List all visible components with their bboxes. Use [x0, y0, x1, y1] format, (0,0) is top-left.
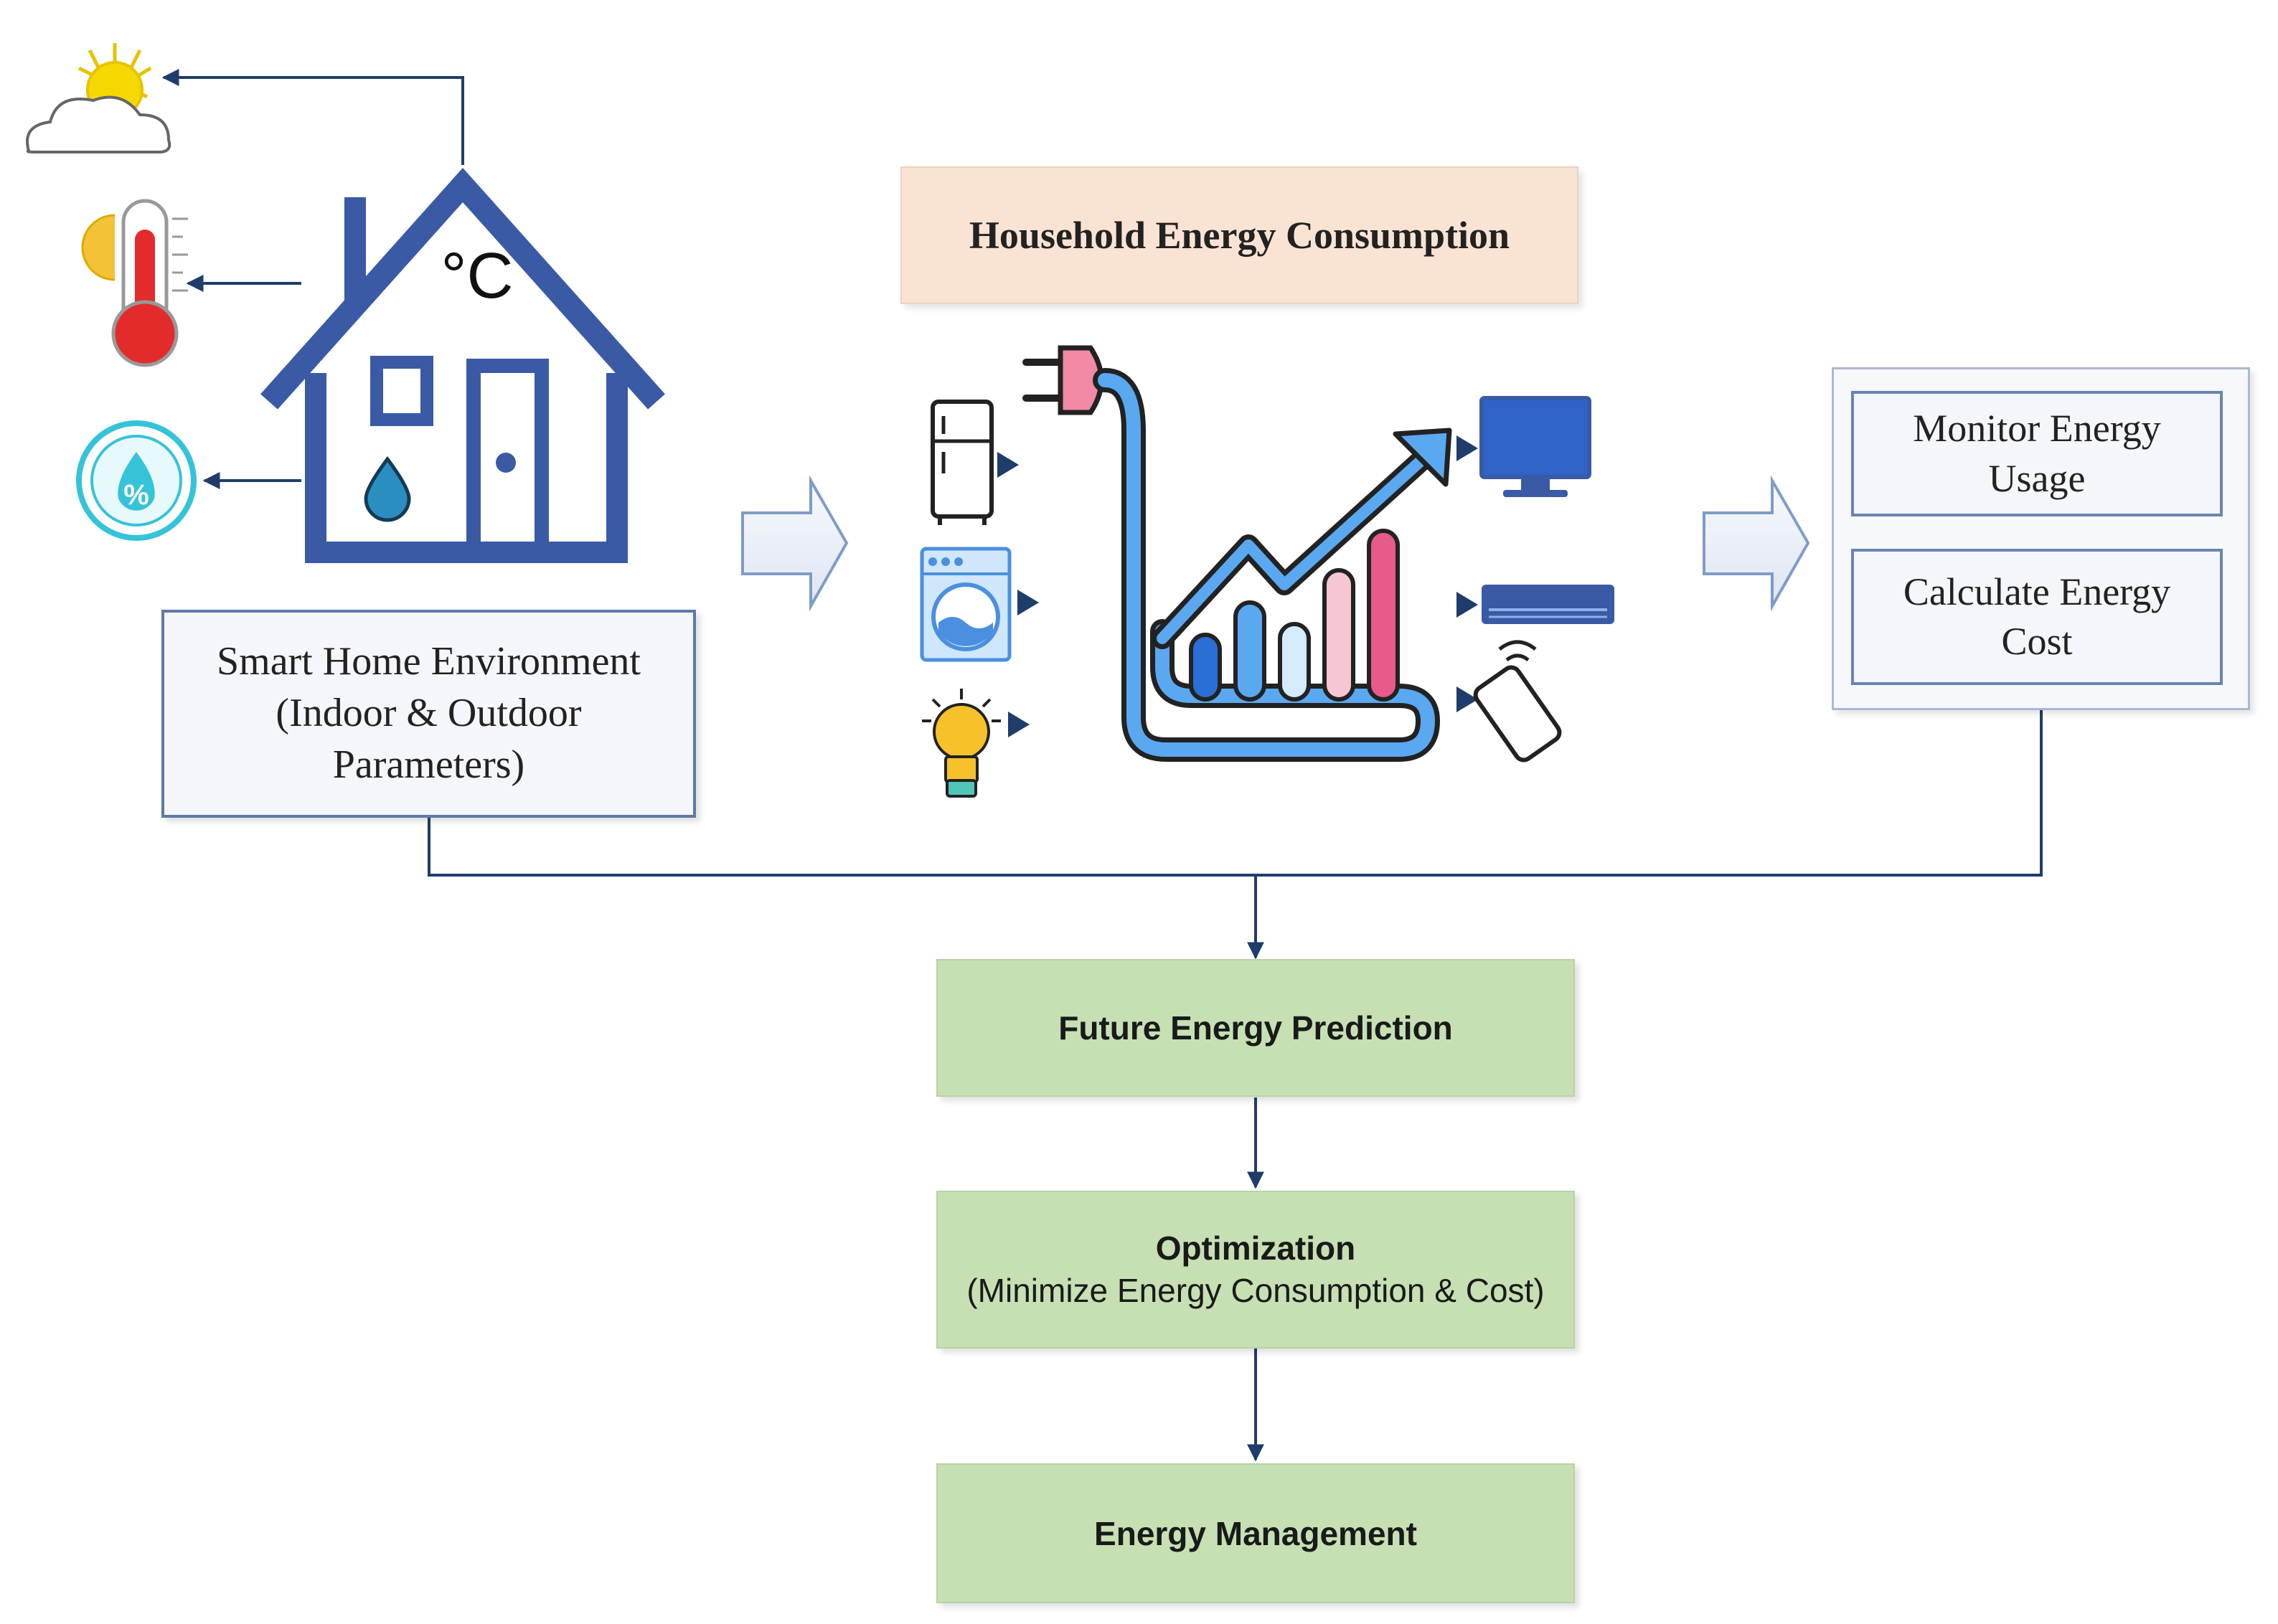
monitor-arrow: [1456, 435, 1478, 461]
monitor-usage-line1: Monitor Energy: [1913, 407, 2161, 450]
calculate-cost-line1: Calculate Energy: [1903, 570, 2171, 613]
air-conditioner-arrow: [1456, 592, 1478, 618]
left-to-flow-connector: [428, 710, 2043, 877]
air-conditioner-icon: [1482, 585, 1614, 624]
smart-home-box: Smart Home Environment (Indoor & Outdoor…: [161, 610, 696, 818]
plug-chart-icon: [1022, 345, 1452, 762]
celsius-label: °C: [441, 240, 514, 312]
calculate-cost-line2: Cost: [2001, 620, 2073, 663]
humidity-icon: %: [76, 420, 197, 541]
monitor-usage-box: Monitor Energy Usage: [1851, 391, 2223, 516]
sun-cloud-icon: [26, 43, 171, 154]
smartphone-icon: [1473, 640, 1562, 763]
management-box: Energy Management: [936, 1463, 1575, 1603]
optimization-box: Optimization (Minimize Energy Consumptio…: [936, 1191, 1575, 1349]
house-icon: [260, 167, 665, 563]
light-bulb-arrow: [1008, 712, 1030, 737]
management-label: Energy Management: [1094, 1514, 1417, 1552]
sun-connector: [161, 69, 464, 165]
block-arrow-icon: [1703, 475, 1810, 612]
smart-home-line1: Smart Home Environment: [216, 639, 641, 684]
prediction-label: Future Energy Prediction: [1058, 1009, 1453, 1047]
block-arrow-icon: [741, 475, 849, 612]
washing-machine-icon: [920, 547, 1012, 662]
light-bulb-icon: [922, 689, 1001, 798]
smart-home-line3: Parameters): [332, 742, 525, 787]
refrigerator-arrow: [997, 452, 1019, 478]
monitor-icon: [1479, 396, 1591, 497]
prediction-box: Future Energy Prediction: [936, 959, 1575, 1097]
household-title: Household Energy Consumption: [969, 214, 1510, 257]
refrigerator-icon: [931, 400, 994, 525]
smartphone-arrow: [1456, 686, 1478, 712]
optimization-title: Optimization: [1155, 1229, 1356, 1267]
calculate-cost-box: Calculate Energy Cost: [1851, 549, 2223, 685]
washing-machine-arrow: [1017, 590, 1039, 615]
thermometer-icon: [81, 199, 188, 367]
smart-home-line2: (Indoor & Outdoor: [276, 691, 582, 736]
household-title-box: Household Energy Consumption: [900, 166, 1578, 304]
optimization-subtitle: (Minimize Energy Consumption & Cost): [966, 1272, 1545, 1309]
humidity-percent: %: [123, 479, 149, 511]
monitor-usage-line2: Usage: [1988, 456, 2086, 500]
